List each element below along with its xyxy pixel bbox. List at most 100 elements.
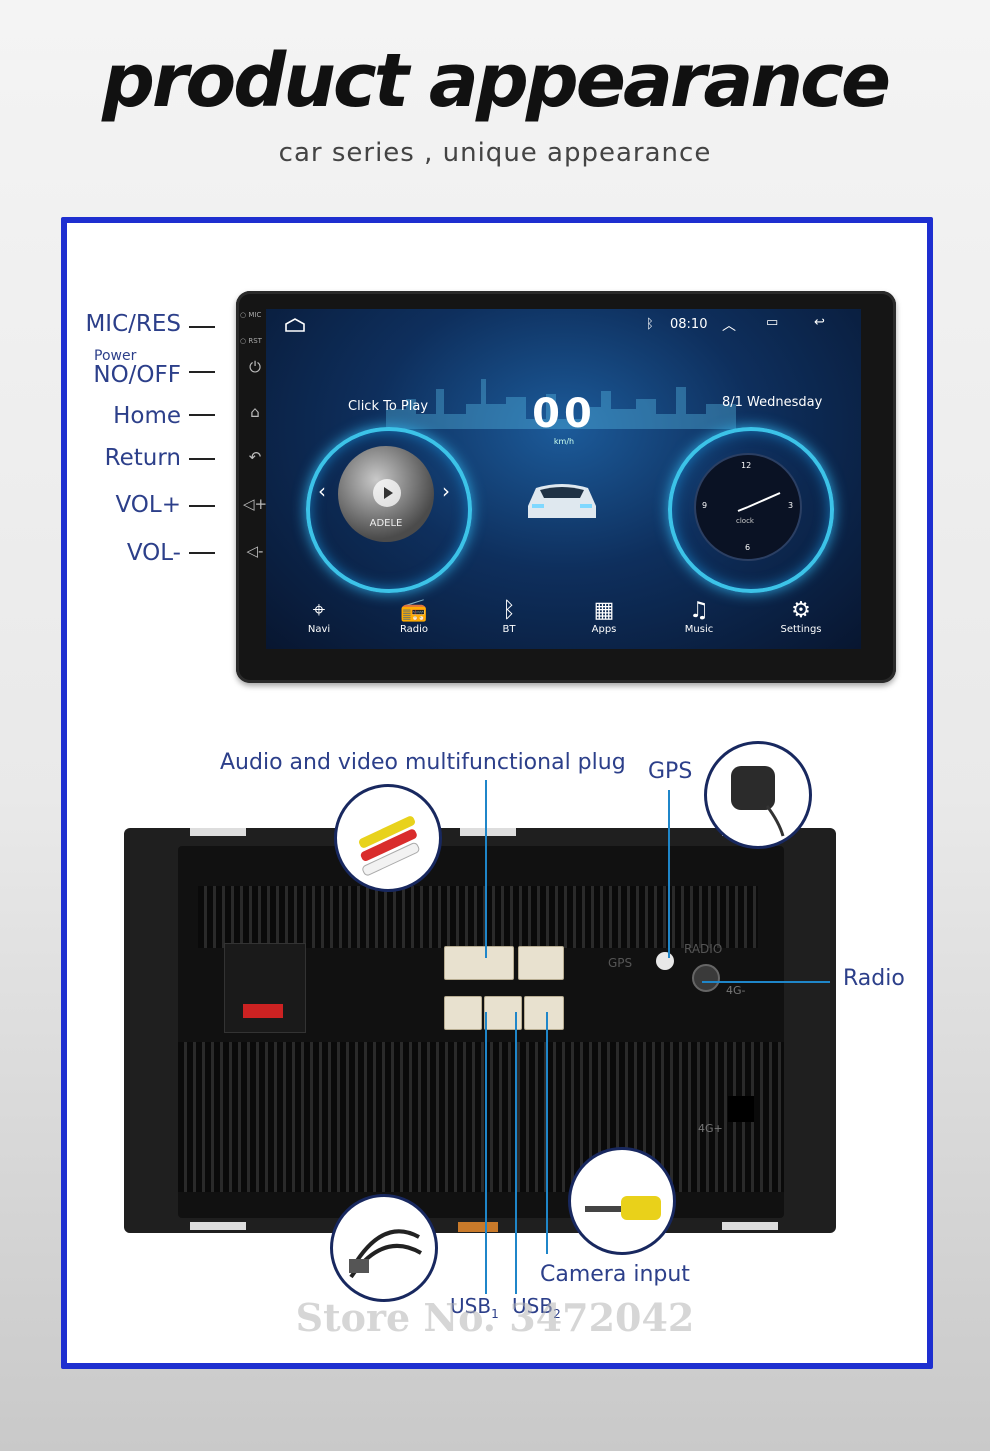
tick-vol-down <box>189 552 215 554</box>
mount-tab <box>190 1222 246 1230</box>
rca-plugs-icon <box>359 816 420 876</box>
bluetooth-circle-icon: ᛒ <box>502 598 516 623</box>
car-icon <box>528 484 596 518</box>
av-plug-line <box>485 780 487 958</box>
tick-vol-up <box>189 505 215 507</box>
head-unit-front: ○ MIC ○ RST ⏻ ⌂ ↶ ◁+ ◁- ᛒ 08:10 ︿ ▭ ↩ Cl… <box>236 291 896 683</box>
app-music[interactable]: ♫Music <box>664 598 734 635</box>
vol-down-button-icon[interactable]: ◁- <box>246 542 264 560</box>
app-navi[interactable]: ⌖Navi <box>284 598 354 635</box>
return-button-icon[interactable]: ↶ <box>248 448 262 466</box>
status-time: 08:10 <box>670 317 708 332</box>
unit-screen: ᛒ 08:10 ︿ ▭ ↩ Click To Play 8/1 Wednesda… <box>266 309 861 649</box>
yellow-rca-icon <box>585 1196 661 1220</box>
gps-antenna-inset <box>704 741 812 849</box>
camera-cable-inset <box>568 1147 676 1255</box>
usb1-connector[interactable] <box>444 996 482 1030</box>
usb-cable-inset <box>330 1194 438 1302</box>
page-subtitle: car series , unique appearance <box>278 138 712 168</box>
clock-gauge-ring <box>668 427 834 593</box>
mount-tab <box>460 828 516 836</box>
mic-label: ○ MIC <box>240 311 262 319</box>
store-watermark: Store No. 3472042 <box>295 1295 695 1340</box>
mount-tab <box>722 1222 778 1230</box>
head-unit-rear: GPS RADIO 4G- 4G+ <box>124 828 836 1233</box>
status-bar: ᛒ 08:10 ︿ ▭ ↩ <box>266 309 861 341</box>
av-connector-b[interactable] <box>518 946 564 980</box>
callout-camera: Camera input <box>540 1262 690 1287</box>
clock-num-9: 9 <box>702 501 708 510</box>
play-icon <box>384 487 393 499</box>
usb1-line <box>485 1012 487 1294</box>
tick-power <box>189 371 215 373</box>
gps-port[interactable] <box>656 952 674 970</box>
app-settings[interactable]: ⚙Settings <box>766 598 836 635</box>
apps-grid-icon: ▦ <box>593 598 615 623</box>
label-vol-up: VOL+ <box>115 492 181 518</box>
panel-4g-a: 4G- <box>726 984 746 997</box>
callout-radio: Radio <box>843 966 905 991</box>
panel-radio-label: RADIO <box>684 942 723 956</box>
label-return: Return <box>104 445 181 471</box>
callout-av-plug: Audio and video multifunctional plug <box>220 750 626 775</box>
heatsink-fins-top <box>198 886 758 948</box>
music-gauge-ring <box>306 427 472 593</box>
tick-mic-res <box>189 326 215 328</box>
app-radio[interactable]: 📻Radio <box>379 598 449 635</box>
vol-up-button-icon[interactable]: ◁+ <box>242 495 268 513</box>
chevron-up-icon[interactable]: ︿ <box>722 318 736 334</box>
radio-port[interactable] <box>692 964 720 992</box>
rst-label: ○ RST <box>240 337 262 345</box>
callout-usb1: USB1 <box>450 1294 499 1321</box>
label-home: Home <box>113 403 181 429</box>
location-pin-icon: ⌖ <box>312 598 326 623</box>
city-skyline <box>386 379 736 429</box>
clock-hands <box>737 492 781 512</box>
panel-4g-b: 4G+ <box>698 1122 723 1135</box>
rca-cable-inset <box>334 784 442 892</box>
previous-track-icon[interactable]: ‹ <box>318 479 326 503</box>
av-connector-a[interactable] <box>444 946 514 980</box>
camera-connector[interactable] <box>524 996 564 1030</box>
tick-return <box>189 458 215 460</box>
home-button-icon[interactable]: ⌂ <box>250 403 260 421</box>
app-apps[interactable]: ▦Apps <box>569 598 639 635</box>
music-note-icon: ♫ <box>689 598 709 623</box>
back-icon[interactable]: ↩ <box>814 315 825 330</box>
usb-cable-icon <box>349 1229 423 1279</box>
radio-line <box>702 981 830 983</box>
radio-icon: 📻 <box>400 598 428 623</box>
power-button-icon[interactable]: ⏻ <box>249 358 261 376</box>
gear-icon: ⚙ <box>791 598 811 623</box>
recent-apps-icon[interactable]: ▭ <box>766 315 779 330</box>
heatsink-fins-bottom <box>178 1042 784 1192</box>
clock-label: clock <box>736 517 754 525</box>
rear-panel: GPS RADIO 4G- 4G+ <box>178 846 784 1218</box>
panel-gps-label: GPS <box>608 956 633 970</box>
4g-port[interactable] <box>728 1096 754 1122</box>
callout-gps: GPS <box>648 759 693 784</box>
fuse <box>243 1004 283 1018</box>
label-no-off: NO/OFF <box>93 362 181 388</box>
orange-tab <box>458 1222 498 1232</box>
tick-home <box>189 414 215 416</box>
click-to-play-label: Click To Play <box>348 399 429 414</box>
gps-line <box>668 790 670 958</box>
gps-antenna-icon <box>731 766 785 837</box>
clock-num-6: 6 <box>745 543 751 552</box>
album-text: ADELE <box>369 518 403 529</box>
bluetooth-icon: ᛒ <box>646 317 654 332</box>
clock-num-12: 12 <box>741 461 752 470</box>
analog-clock: 12 3 6 9 clock <box>694 453 802 561</box>
home-outline-icon[interactable] <box>284 318 306 332</box>
label-power: Power <box>94 348 137 364</box>
iso-connector <box>224 943 306 1033</box>
label-mic-res: MIC/RES <box>85 311 181 337</box>
play-button[interactable] <box>373 479 401 507</box>
camera-line <box>546 1012 548 1254</box>
album-art[interactable]: ADELE <box>338 446 434 542</box>
label-vol-down: VOL- <box>126 540 181 566</box>
speed-unit: km/h <box>553 437 575 446</box>
next-track-icon[interactable]: › <box>442 479 450 503</box>
